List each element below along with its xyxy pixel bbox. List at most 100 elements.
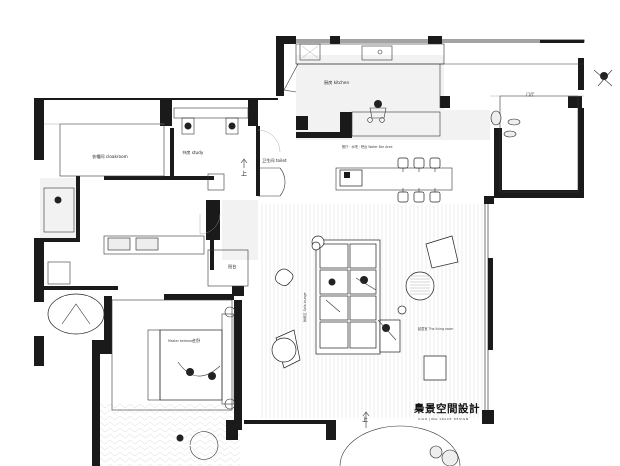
- herringbone-mark: [119, 445, 131, 451]
- herringbone-mark: [229, 445, 241, 451]
- herringbone-mark: [159, 457, 171, 463]
- person-icon-living-2: [325, 278, 341, 313]
- herringbone-mark: [199, 451, 211, 457]
- person-icon-study-2: [225, 117, 239, 135]
- person-icon-entrance: [593, 69, 613, 87]
- herringbone-mark: [179, 415, 191, 421]
- herringbone-mark: [119, 433, 131, 439]
- herringbone-mark: [219, 403, 231, 409]
- herringbone-mark: [139, 457, 151, 463]
- room-labels: 衣帽间 cloakroom 书房 study 卫生间 toilet 厨房 kit…: [92, 79, 534, 424]
- herringbone-mark: [99, 451, 111, 457]
- label-bedroom-sub: Master bedroom: [168, 339, 194, 343]
- herringbone-mark: [179, 445, 191, 451]
- herringbone-mark: [119, 427, 131, 433]
- herringbone-mark: [109, 451, 121, 457]
- herringbone-mark: [119, 403, 131, 409]
- herringbone-mark: [129, 445, 141, 451]
- herringbone-mark: [119, 439, 131, 445]
- herringbone-mark: [129, 451, 141, 457]
- herringbone-mark: [119, 457, 131, 463]
- herringbone-mark: [109, 457, 121, 463]
- dining-chairs: [397, 157, 441, 203]
- herringbone-mark: [109, 463, 121, 466]
- herringbone-mark: [129, 421, 141, 427]
- herringbone-mark: [99, 445, 111, 451]
- person-icon-living-1: [355, 276, 377, 291]
- label-toilet: 卫生间 toilet: [262, 157, 287, 164]
- herringbone-mark: [199, 433, 211, 439]
- herringbone-mark: [199, 427, 211, 433]
- label-balcony: 阳台: [228, 263, 236, 270]
- herringbone-mark: [199, 421, 211, 427]
- herringbone-mark: [199, 409, 211, 415]
- herringbone-mark: [209, 415, 221, 421]
- herringbone-mark: [179, 421, 191, 427]
- herringbone-mark: [139, 409, 151, 415]
- herringbone-mark: [119, 463, 131, 466]
- herringbone-mark: [189, 427, 201, 433]
- label-living: 起居室 The living room: [418, 326, 453, 331]
- herringbone-mark: [169, 409, 181, 415]
- herringbone-mark: [159, 433, 171, 439]
- herringbone-mark: [179, 457, 191, 463]
- herringbone-mark: [139, 463, 151, 466]
- herringbone-mark: [149, 409, 161, 415]
- herringbone-mark: [209, 445, 221, 451]
- herringbone-mark: [169, 415, 181, 421]
- herringbone-mark: [189, 445, 201, 451]
- person-icon-living-3: [377, 319, 397, 341]
- herringbone-mark: [129, 409, 141, 415]
- herringbone-mark: [149, 421, 161, 427]
- herringbone-mark: [119, 421, 131, 427]
- herringbone-mark: [219, 457, 231, 463]
- herringbone-mark: [189, 409, 201, 415]
- herringbone-mark: [169, 421, 181, 427]
- herringbone-mark: [159, 421, 171, 427]
- entrance-shoes: [490, 110, 521, 138]
- herringbone-mark: [219, 445, 231, 451]
- herringbone-mark: [209, 421, 221, 427]
- herringbone-mark: [179, 451, 191, 457]
- herringbone-mark: [199, 415, 211, 421]
- herringbone-mark: [159, 427, 171, 433]
- sofa-group: [271, 235, 459, 381]
- herringbone-mark: [179, 439, 191, 445]
- herringbone-mark: [149, 445, 161, 451]
- herringbone-mark: [199, 445, 211, 451]
- herringbone-mark: [179, 403, 191, 409]
- people-figures: [47, 69, 613, 442]
- herringbone-mark: [209, 451, 221, 457]
- herringbone-mark: [209, 409, 221, 415]
- herringbone-mark: [149, 427, 161, 433]
- stair-arrows: [240, 158, 370, 428]
- herringbone-mark: [139, 439, 151, 445]
- herringbone-mark: [99, 463, 111, 466]
- herringbone-mark: [99, 427, 111, 433]
- person-icon-kitchen: [369, 100, 387, 119]
- person-icon-bottom: [176, 434, 184, 442]
- label-cloakroom: 衣帽间 cloakroom: [92, 153, 128, 160]
- herringbone-mark: [149, 433, 161, 439]
- herringbone-mark: [229, 463, 241, 466]
- logo-name: 梟景空間設計: [413, 402, 480, 415]
- herringbone-mark: [99, 409, 111, 415]
- label-living-side: 休闲区 Sofa lounge: [302, 292, 307, 322]
- herringbone-mark: [149, 463, 161, 466]
- herringbone-mark: [109, 403, 121, 409]
- herringbone-mark: [209, 433, 221, 439]
- round-table-left: [47, 293, 105, 335]
- herringbone-mark: [99, 415, 111, 421]
- walls: [34, 36, 585, 466]
- herringbone-mark: [149, 457, 161, 463]
- herringbone-mark: [109, 409, 121, 415]
- herringbone-mark: [189, 463, 201, 466]
- herringbone-mark: [189, 415, 201, 421]
- herringbone-mark: [159, 403, 171, 409]
- herringbone-mark: [219, 439, 231, 445]
- herringbone-mark: [169, 445, 181, 451]
- herringbone-mark: [129, 433, 141, 439]
- herringbone-mark: [149, 439, 161, 445]
- herringbone-mark: [209, 457, 221, 463]
- herringbone-mark: [119, 415, 131, 421]
